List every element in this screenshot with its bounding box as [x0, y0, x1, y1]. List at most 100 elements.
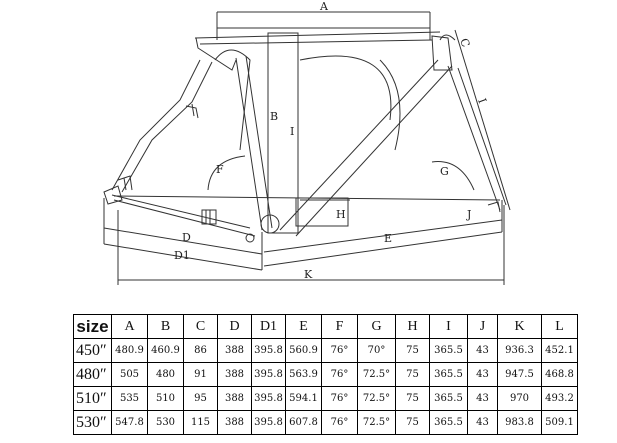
col-g: G: [357, 314, 396, 339]
col-d1: D1: [251, 314, 286, 339]
label-f: F: [216, 163, 224, 176]
cell: 480″: [73, 362, 112, 387]
cell: 450″: [73, 338, 112, 363]
cell: 395.8: [251, 386, 286, 411]
cell: 43: [467, 386, 498, 411]
table-row: 450″ 480.9 460.9 86 388 395.8 560.9 76° …: [73, 338, 578, 363]
angle-f-arc: [207, 155, 246, 191]
cell: 72.5°: [357, 386, 396, 411]
cell: 547.8: [111, 410, 148, 435]
table-row: 510″ 535 510 95 388 395.8 594.1 76° 72.5…: [73, 386, 578, 411]
table-row: 480″ 505 480 91 388 395.8 563.9 76° 72.5…: [73, 362, 578, 387]
cell: 947.5: [497, 362, 542, 387]
down-tube: [279, 59, 439, 231]
table-header-row: size A B C D D1 E F G H I J K L: [73, 314, 578, 339]
chain-stay: [111, 194, 256, 237]
cell: 91: [183, 362, 218, 387]
cell: 72.5°: [357, 362, 396, 387]
cell: 43: [467, 362, 498, 387]
label-i: I: [475, 97, 489, 106]
label-c: C: [457, 37, 472, 49]
label-j: J: [466, 208, 471, 221]
cell: 75: [395, 386, 430, 411]
label-d: D: [182, 231, 191, 244]
angle-g-arc: [431, 161, 475, 191]
cell: 510: [147, 386, 184, 411]
cell: 509.1: [541, 410, 578, 435]
cell: 468.8: [541, 362, 578, 387]
col-f: F: [321, 314, 358, 339]
cell: 936.3: [497, 338, 542, 363]
col-a: A: [111, 314, 148, 339]
cell: 460.9: [147, 338, 184, 363]
cell: 95: [183, 386, 218, 411]
label-d1: D1: [174, 249, 190, 262]
cell: 70°: [357, 338, 396, 363]
cell: 388: [217, 338, 252, 363]
cell: 75: [395, 338, 430, 363]
col-size: size: [73, 314, 112, 339]
cell: 510″: [73, 386, 112, 411]
col-e: E: [285, 314, 322, 339]
col-k: K: [497, 314, 542, 339]
dim-l-line: [454, 29, 511, 211]
cell: 452.1: [541, 338, 578, 363]
geometry-table: size A B C D D1 E F G H I J K L 450″ 480…: [73, 314, 578, 435]
dim-d1-line: [103, 243, 263, 271]
cell: 76°: [321, 410, 358, 435]
table-row: 530″ 547.8 530 115 388 395.8 607.8 76° 7…: [73, 410, 578, 435]
cell: 365.5: [429, 338, 468, 363]
dim-d-line: [103, 227, 263, 255]
col-j: J: [467, 314, 498, 339]
dim-b-box: [267, 32, 299, 234]
seat-tube: [235, 55, 273, 231]
bottom-bracket: [260, 214, 280, 234]
cell: 594.1: [285, 386, 322, 411]
label-h: H: [336, 208, 346, 221]
cell: 388: [217, 362, 252, 387]
col-l: L: [541, 314, 578, 339]
cell: 43: [467, 338, 498, 363]
cell: 76°: [321, 362, 358, 387]
cell: 530: [147, 410, 184, 435]
cell: 563.9: [285, 362, 322, 387]
label-a: A: [319, 0, 329, 13]
cell: 530″: [73, 410, 112, 435]
label-e: E: [384, 232, 392, 245]
cell: 395.8: [251, 362, 286, 387]
col-b: B: [147, 314, 184, 339]
cell: 505: [111, 362, 148, 387]
cell: 72.5°: [357, 410, 396, 435]
cell: 535: [111, 386, 148, 411]
cell: 76°: [321, 386, 358, 411]
cell: 480: [147, 362, 184, 387]
cell: 970: [497, 386, 542, 411]
cell: 388: [217, 386, 252, 411]
cell: 395.8: [251, 338, 286, 363]
cell: 365.5: [429, 362, 468, 387]
fork: [447, 65, 507, 211]
cell: 86: [183, 338, 218, 363]
head-tube: [431, 35, 453, 71]
label-g: G: [440, 165, 449, 178]
dim-e-line: [263, 219, 503, 253]
cell: 480.9: [111, 338, 148, 363]
cell: 43: [467, 410, 498, 435]
cell: 115: [183, 410, 218, 435]
col-h: H: [395, 314, 430, 339]
top-tube: [194, 31, 441, 39]
cell: 493.2: [541, 386, 578, 411]
cell: 365.5: [429, 410, 468, 435]
col-i: I: [429, 314, 468, 339]
cell: 395.8: [251, 410, 286, 435]
dim-h-box: [295, 197, 349, 227]
cell: 560.9: [285, 338, 322, 363]
cell: 75: [395, 362, 430, 387]
cell: 983.8: [497, 410, 542, 435]
label-b: B: [270, 110, 278, 123]
seat-stay: [111, 59, 213, 193]
cell: 388: [217, 410, 252, 435]
frame-drawing: A B I C I F G H J D D1 E K: [103, 0, 511, 285]
cell: 76°: [321, 338, 358, 363]
label-k: K: [304, 268, 313, 281]
